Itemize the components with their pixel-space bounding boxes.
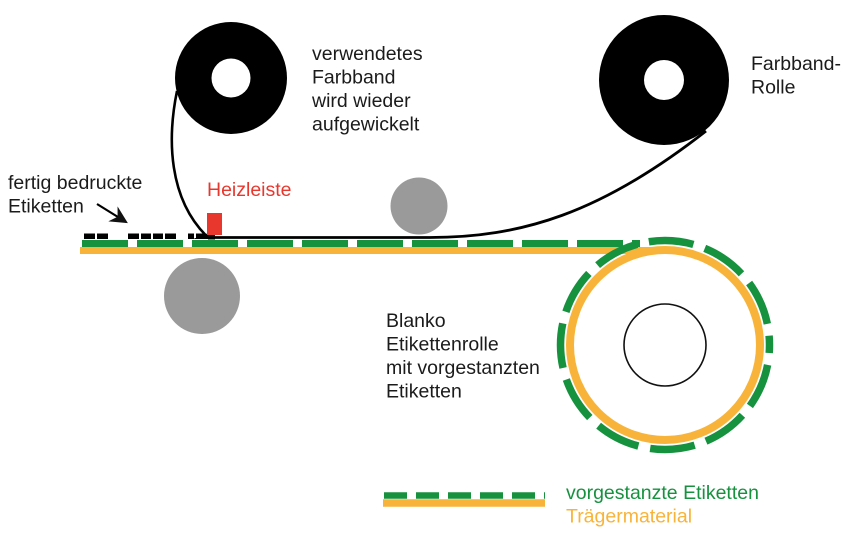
- legend-label-carrier-material: Trägermaterial: [566, 506, 692, 528]
- blank-label-roll-labels-ring: [556, 236, 774, 454]
- legend: vorgestanzte Etiketten Trägermaterial: [383, 482, 759, 528]
- pointer-arrow: [96, 203, 128, 224]
- ribbon-roll-label: Farbband- Rolle: [751, 53, 841, 99]
- used-ribbon-roll-core: [211, 58, 251, 98]
- blank-roll-label-line3: mit vorgestanzten: [386, 357, 540, 379]
- ribbon-supply-roll: [599, 15, 729, 145]
- ribbon-path-rewind: [170, 90, 207, 237]
- used-ribbon-label: verwendetes Farbband wird wieder aufgewi…: [311, 43, 423, 136]
- printed-labels-label-line2: Etiketten: [8, 196, 84, 218]
- printed-labels-label-line1: fertig bedruckte: [8, 172, 142, 194]
- ribbon-roll-label-line1: Farbband-: [751, 53, 841, 75]
- used-ribbon-label-line3: wird wieder: [311, 90, 411, 112]
- blank-label-roll-carrier-ring: [566, 246, 764, 444]
- printed-labels-label: fertig bedruckte Etiketten: [8, 172, 142, 218]
- ribbon-path-supply: [206, 129, 707, 239]
- blank-roll-label: Blanko Etikettenrolle mit vorgestanzten …: [386, 310, 540, 403]
- lower-drive-roller: [164, 258, 240, 334]
- blank-roll-label-line1: Blanko: [386, 310, 446, 332]
- used-ribbon-label-line1: verwendetes: [312, 43, 423, 65]
- heat-bar: [207, 213, 222, 235]
- blank-roll-label-line4: Etiketten: [386, 381, 462, 403]
- blank-label-roll-core: [623, 303, 707, 387]
- legend-label-die-cut-labels: vorgestanzte Etiketten: [566, 482, 759, 504]
- upper-guide-roller: [390, 177, 448, 235]
- ribbon-supply-roll-core: [644, 60, 684, 100]
- used-ribbon-label-line2: Farbband: [312, 67, 395, 89]
- used-ribbon-label-line4: aufgewickelt: [312, 114, 420, 136]
- heat-bar-label: Heizleiste: [207, 179, 292, 201]
- blank-roll-label-line2: Etikettenrolle: [386, 334, 499, 356]
- ribbon-roll-label-line2: Rolle: [751, 77, 795, 99]
- used-ribbon-roll: [175, 22, 287, 134]
